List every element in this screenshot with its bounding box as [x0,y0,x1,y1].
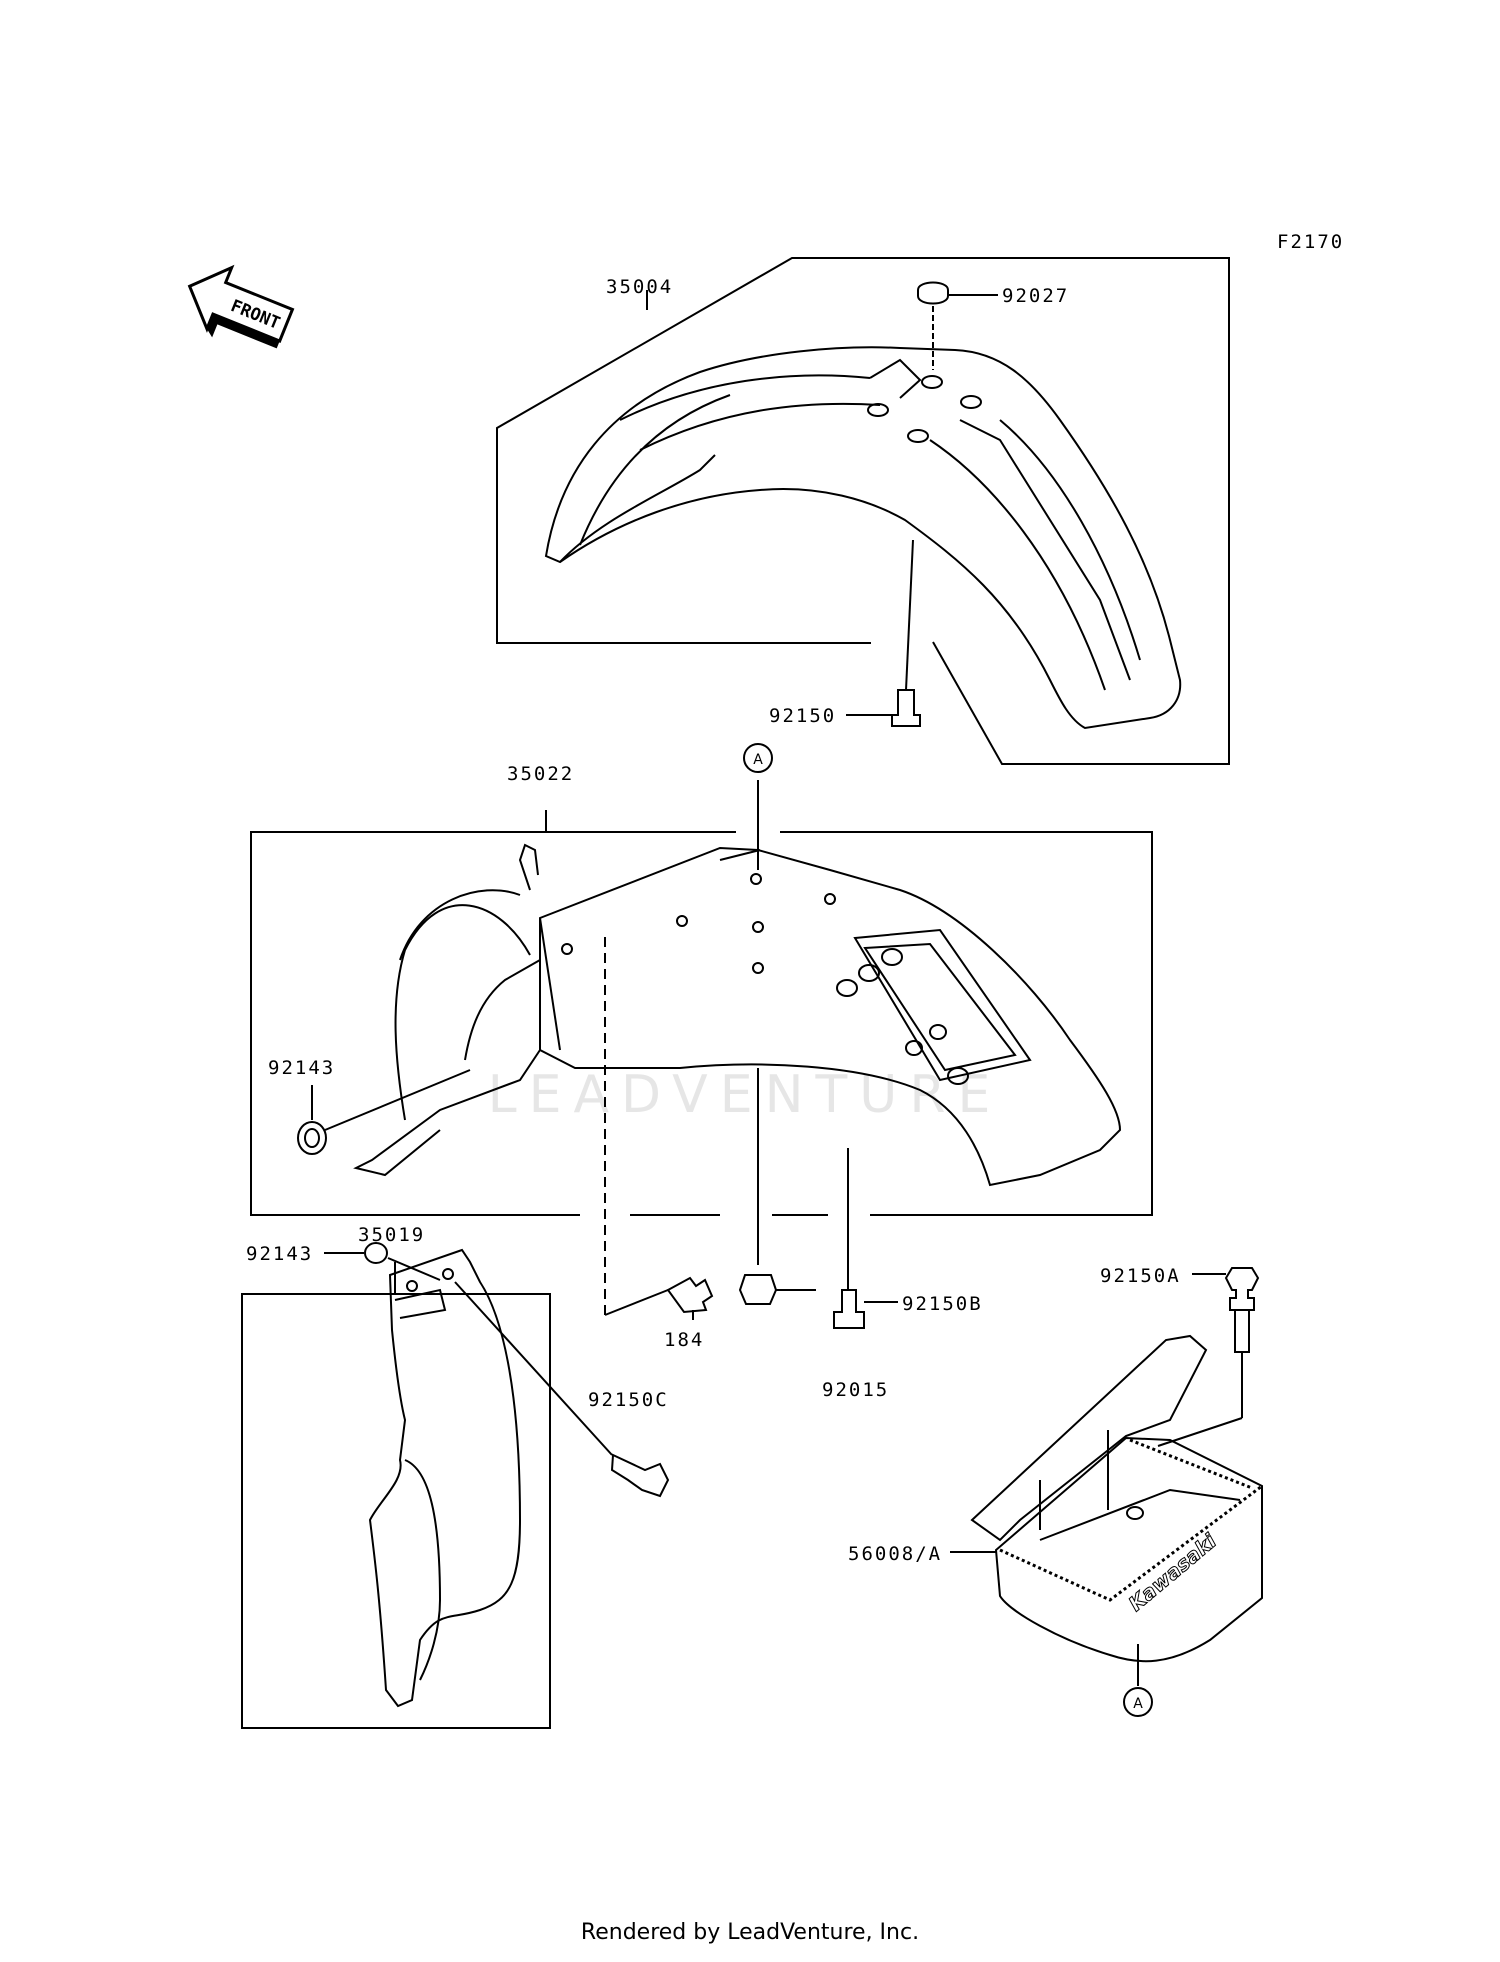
label-92150a: 92150A [1100,1265,1181,1287]
label-92143-rear: 92143 [268,1057,335,1079]
front-fender-icon [544,346,1182,730]
front-arrow-icon: FRONT [187,264,295,349]
label-92150b: 92150B [902,1293,983,1315]
grommet-icon [297,1121,327,1155]
rear-fender-icon [539,846,1122,1187]
toolbox-body [994,1436,1263,1663]
ref-mark-a-bottom [1123,1687,1153,1717]
label-56008a: 56008/A [848,1543,942,1565]
rear-fender-group [250,780,1153,1329]
ref-mark-a-top [743,743,773,773]
flap-bolt-icon [610,1453,670,1498]
box-bolt-icon [1224,1267,1260,1311]
label-184: 184 [664,1329,704,1351]
cap-icon [917,281,949,305]
label-92015: 92015 [822,1379,889,1401]
label-35004: 35004 [606,276,673,298]
front-fender-frame [496,257,1230,765]
label-35022: 35022 [507,763,574,785]
bolt-184-icon [666,1276,714,1314]
ref-mark-a-bottom-label: A [1133,1696,1143,1712]
label-92027: 92027 [1002,285,1069,307]
label-92143-flap: 92143 [246,1243,313,1265]
flap-group [241,1242,670,1729]
toolbox-group [950,1267,1263,1686]
label-35019: 35019 [358,1224,425,1246]
watermark-text: LEADVENTURE [488,1065,1003,1125]
flap-icon [368,1248,522,1708]
label-92150: 92150 [769,705,836,727]
rear-fender-frame [250,831,736,1216]
bolt-icon [891,689,921,727]
ref-mark-a-top-label: A [753,752,763,768]
front-fender-group [496,257,1230,765]
flap-grommet-icon [364,1242,388,1264]
toolbox-lid [970,1334,1208,1542]
footer-credit: Rendered by LeadVenture, Inc. [580,1920,920,1945]
toolbox-brand: Kawasaki [1124,1528,1222,1616]
bolt-b-icon [833,1289,865,1329]
nut-icon [738,1274,778,1305]
figure-code: F2170 [1277,231,1344,253]
label-92150c: 92150C [588,1389,669,1411]
